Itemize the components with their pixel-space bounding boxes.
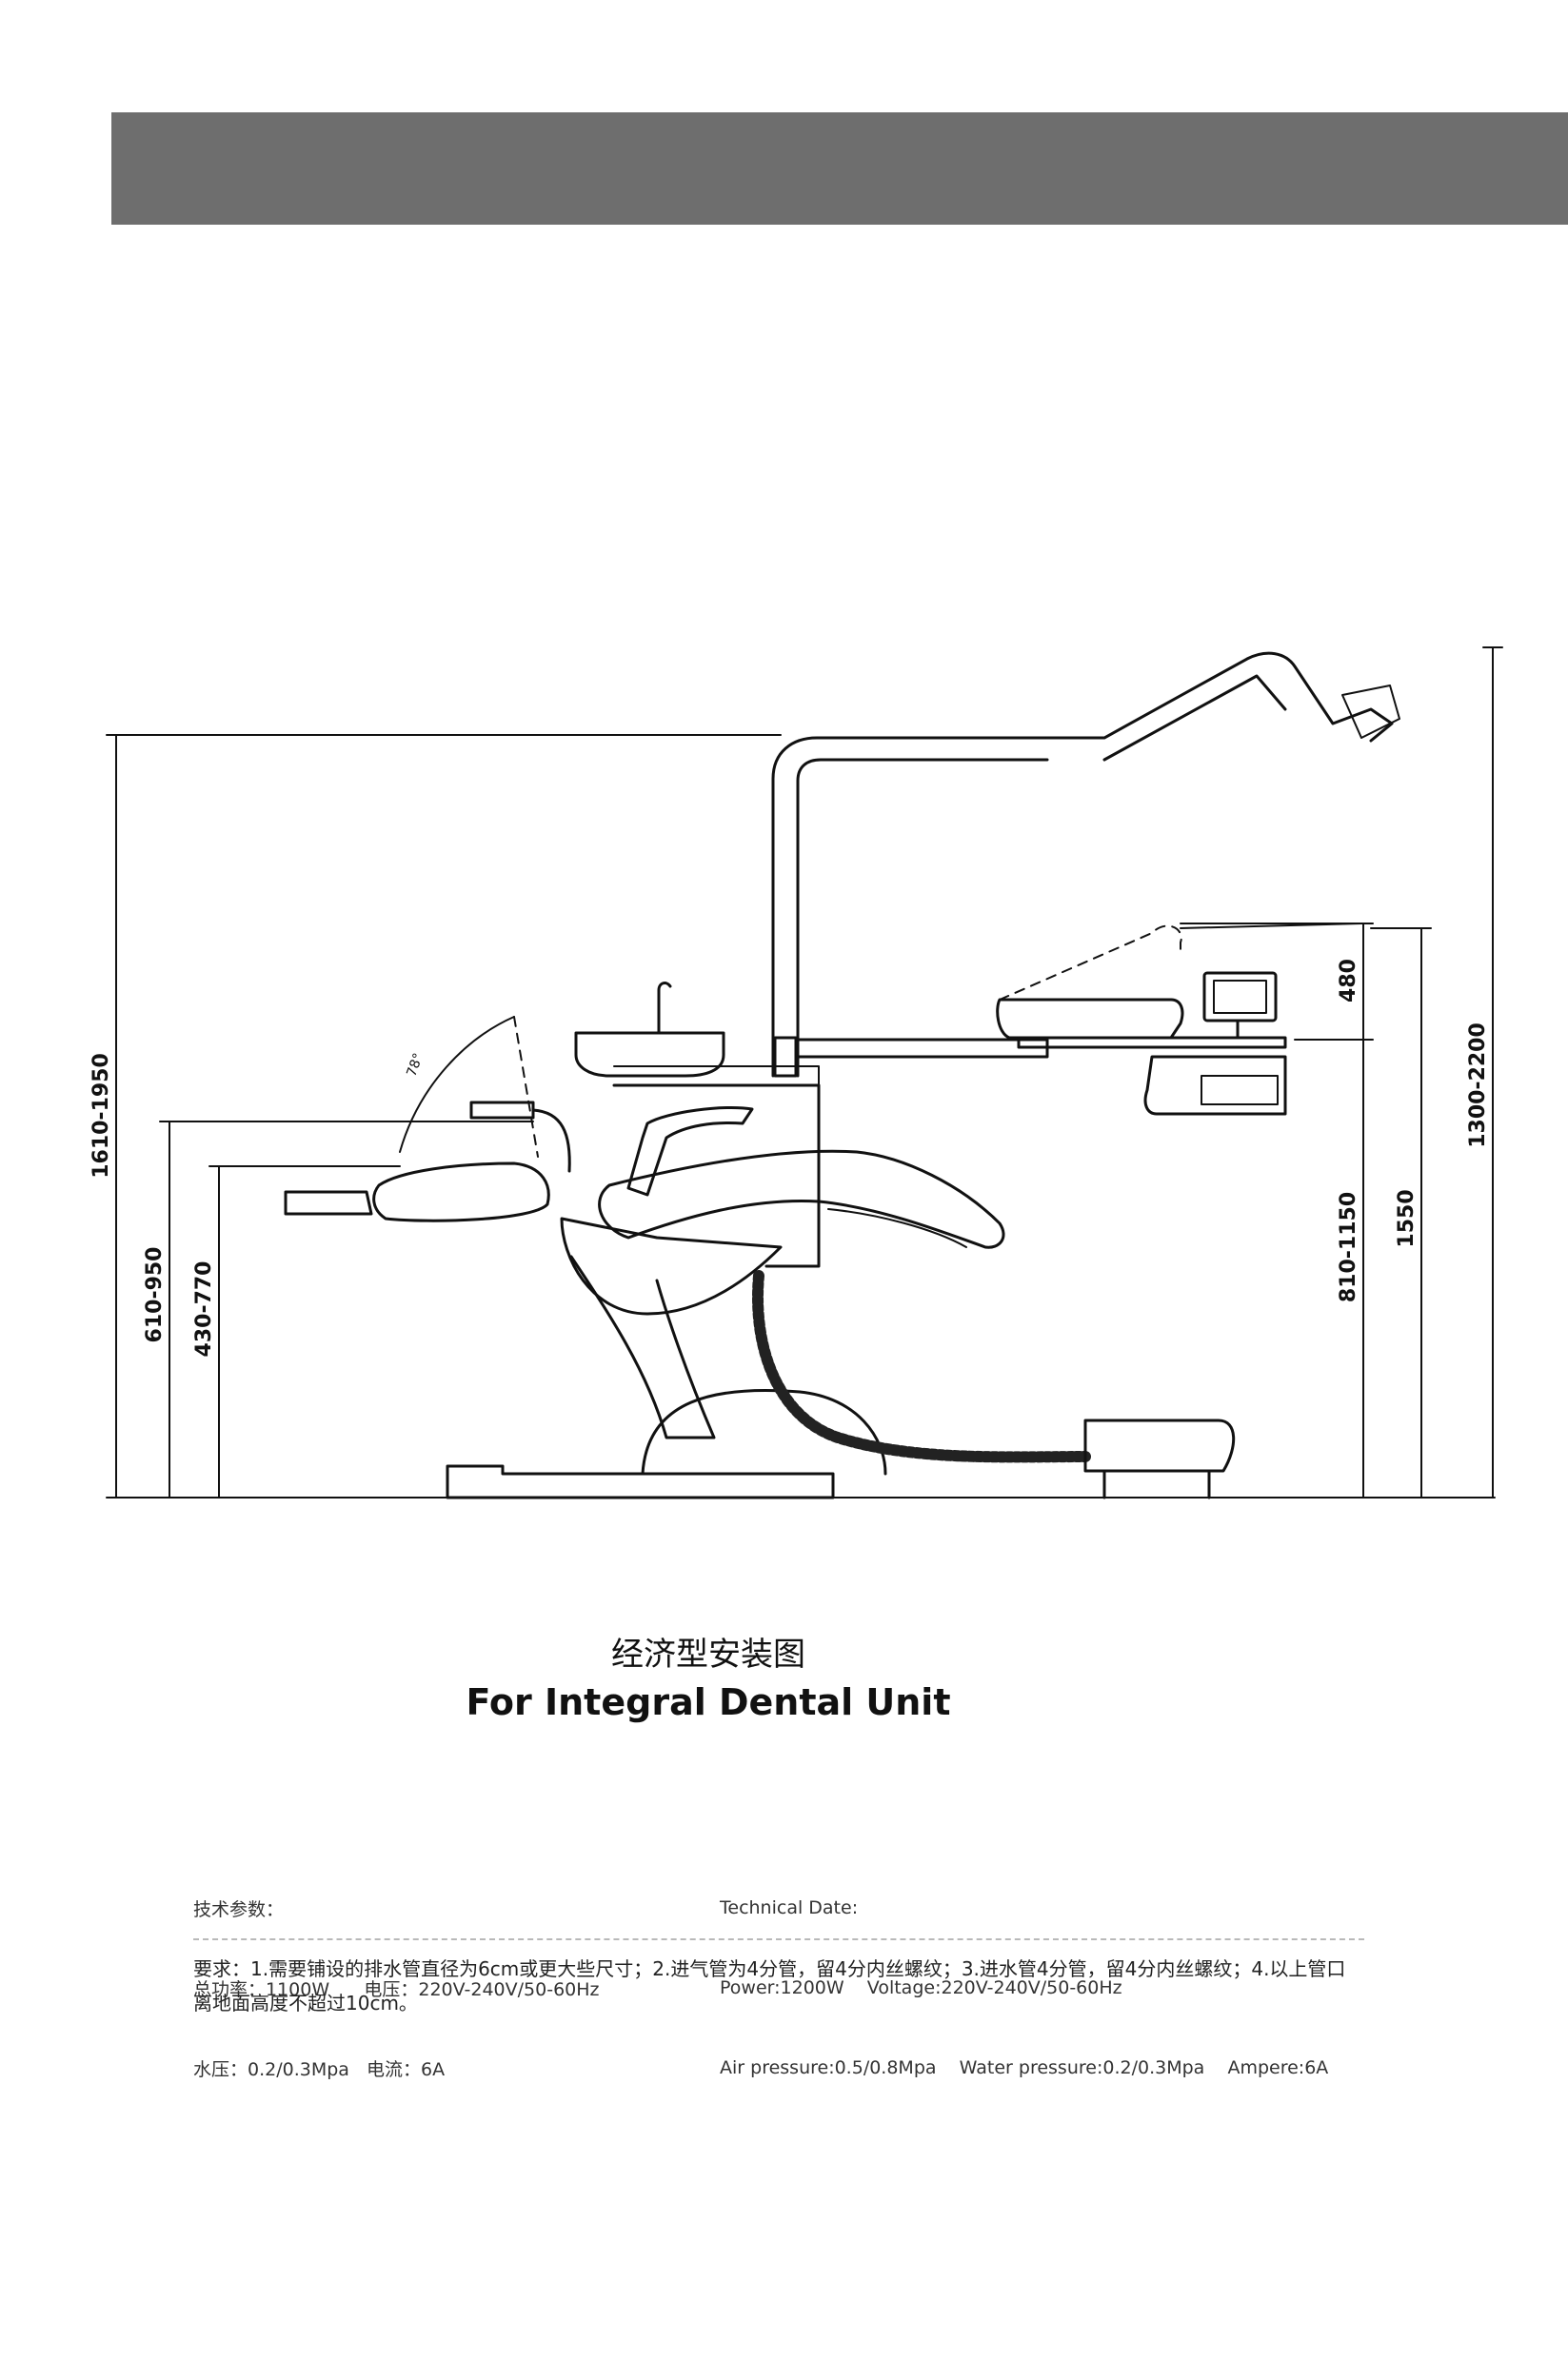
title-english: For Integral Dental Unit: [466, 1681, 951, 1723]
label-lamp-height: 1300-2200: [1466, 1022, 1490, 1148]
drain-hose: [752, 1270, 1091, 1463]
dim-chair-height: [208, 1165, 401, 1499]
dim-tray-height: [1294, 1039, 1374, 1499]
specs-cn-line2: 水压：0.2/0.3Mpa 电流：6A: [193, 2059, 446, 2080]
light-pole: [771, 736, 1049, 1078]
chair-legrest: [372, 1161, 550, 1222]
monitor: [1202, 971, 1278, 1022]
specs-english: Technical Date: Power:1200W Voltage:220V…: [720, 1841, 1328, 2108]
specs-cn-line1: 总功率：1100W 电压：220V-240V/50-60Hz: [193, 1979, 600, 2000]
tray-arm: [796, 1038, 1049, 1059]
tray-raised-dashed: [999, 924, 1182, 1001]
label-angle: 78°: [404, 1051, 427, 1079]
label-total-height: 1610-1950: [89, 1053, 113, 1179]
header-bar: [111, 112, 1568, 225]
chair-seat: [560, 1217, 783, 1316]
requirements-text: 要求：1.需要铺设的排水管直径为6cm或更大些尺寸；2.进气管为4分管，留4分内…: [193, 1957, 1346, 2015]
specs-chinese: 技术参数： 总功率：1100W 电压：220V-240V/50-60Hz 水压：…: [193, 1843, 600, 2110]
dim-seat-height: [159, 1121, 534, 1499]
cup-filler: [626, 1106, 754, 1197]
dim-lamp-height: [1482, 646, 1503, 1499]
angle-arc: [399, 1016, 515, 1153]
specs-en-line2: Air pressure:0.5/0.8Mpa Water pressure:0…: [720, 2057, 1329, 2078]
label-tray-range: 480: [1337, 959, 1360, 1002]
instrument-holders: [1143, 1055, 1287, 1116]
pedestal: [641, 1388, 887, 1476]
specs-en-heading: Technical Date:: [720, 1897, 859, 1918]
label-chair-height: 430-770: [192, 1261, 216, 1358]
specs-cn-heading: 技术参数：: [193, 1899, 285, 1920]
label-monitor-height: 1550: [1395, 1189, 1419, 1247]
label-tray-height: 810-1150: [1337, 1192, 1360, 1302]
spec-divider: [193, 1938, 1364, 1940]
title-chinese: 经济型安装图: [611, 1636, 805, 1674]
operating-light: [1341, 685, 1400, 739]
chair-backrest: [598, 1149, 1005, 1249]
lift-arm: [569, 1255, 716, 1439]
dim-monitor-height: [1370, 927, 1432, 1499]
foot-control: [1083, 1419, 1236, 1473]
light-arm: [1045, 651, 1394, 743]
spittoon-bowl: [574, 1031, 725, 1078]
dim-total-height: [106, 734, 782, 1499]
armrest: [469, 1101, 535, 1120]
specs-en-line1: Power:1200W Voltage:220V-240V/50-60Hz: [720, 1977, 1122, 1998]
base-plate: [446, 1464, 835, 1499]
instrument-tray: [996, 998, 1184, 1040]
water-unit-box: [612, 1083, 821, 1268]
label-seat-height: 610-950: [143, 1247, 167, 1343]
